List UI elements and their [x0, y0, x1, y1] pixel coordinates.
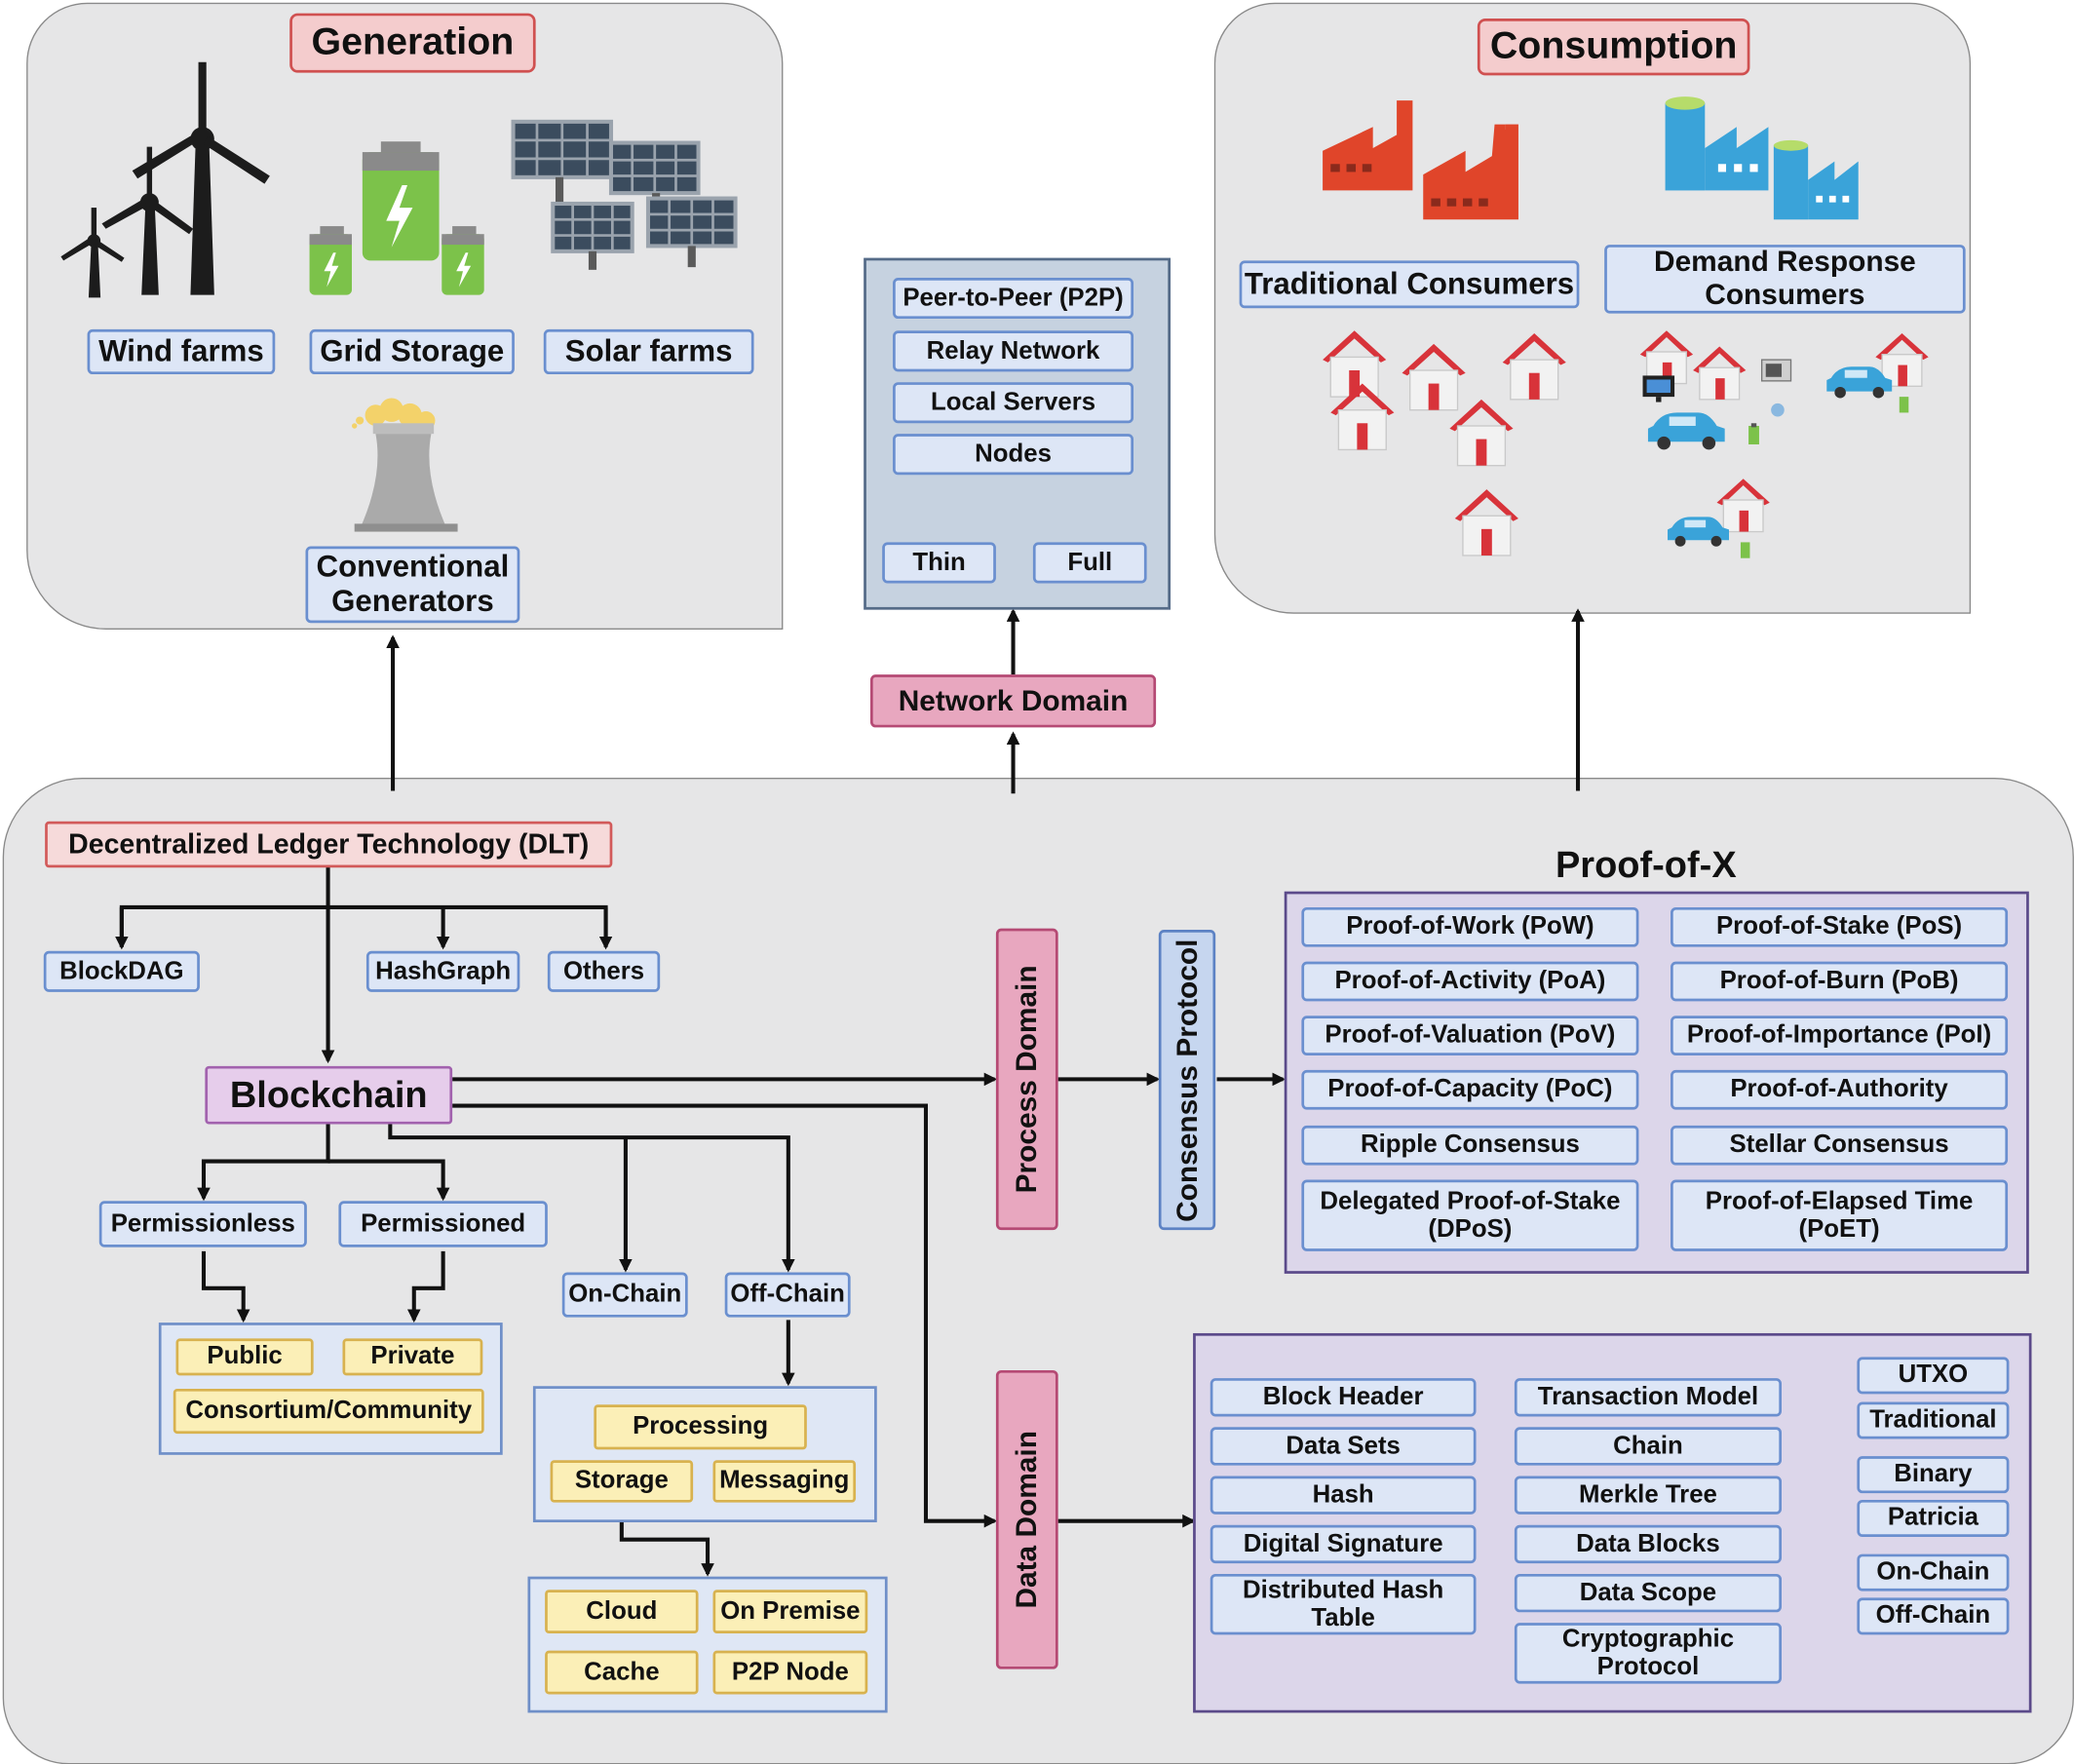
- factory-red-icon: [1323, 100, 1518, 220]
- blockchain-label: Blockchain: [205, 1065, 453, 1125]
- data-item: Data Blocks: [1514, 1524, 1783, 1564]
- patricia-label: Patricia: [1857, 1499, 2010, 1537]
- data-item: Block Header: [1210, 1378, 1477, 1417]
- proof-item: Proof-of-Authority: [1671, 1069, 2009, 1110]
- consensus-protocol-label: Consensus Protocol: [1158, 930, 1216, 1231]
- proof-item: Proof-of-Valuation (PoV): [1301, 1016, 1639, 1055]
- cloud-label: Cloud: [545, 1590, 699, 1634]
- cooling-tower-icon: [351, 398, 458, 532]
- smart-home-ev-icon: [1639, 330, 1930, 558]
- conventional-generators-label: Conventional Generators: [305, 546, 520, 624]
- proof-item: Proof-of-Elapsed Time (PoET): [1671, 1179, 2009, 1251]
- houses-icon: [1323, 330, 1567, 556]
- data-item: Data Sets: [1210, 1427, 1477, 1466]
- data-item: Cryptographic Protocol: [1514, 1623, 1783, 1684]
- data-item: Digital Signature: [1210, 1524, 1477, 1564]
- traditional-model-label: Traditional: [1857, 1401, 2010, 1439]
- network-item-local-servers: Local Servers: [893, 382, 1134, 424]
- process-domain-label: Process Domain: [995, 928, 1058, 1231]
- proof-of-x-title: Proof-of-X: [1555, 843, 1737, 885]
- others-label: Others: [547, 950, 661, 992]
- public-label: Public: [175, 1338, 314, 1376]
- data-item: Transaction Model: [1514, 1378, 1783, 1417]
- wind-turbine-icon: [60, 61, 270, 298]
- storage-label: Storage: [550, 1460, 694, 1503]
- blockdag-label: BlockDAG: [43, 950, 200, 992]
- proof-item: Proof-of-Importance (PoI): [1671, 1016, 2009, 1055]
- proof-item: Proof-of-Capacity (PoC): [1301, 1069, 1639, 1110]
- factory-blue-icon: [1665, 96, 1859, 220]
- messaging-label: Messaging: [712, 1460, 857, 1503]
- processing-label: Processing: [594, 1404, 807, 1450]
- p2p-node-label: P2P Node: [712, 1650, 868, 1695]
- permissioned-label: Permissioned: [338, 1201, 548, 1247]
- on-premise-label: On Premise: [712, 1590, 868, 1634]
- wind-farms-label: Wind farms: [87, 328, 276, 375]
- proof-item: Stellar Consensus: [1671, 1125, 2009, 1166]
- network-item-relay: Relay Network: [893, 330, 1134, 372]
- data-off-chain-label: Off-Chain: [1857, 1597, 2010, 1635]
- permissionless-label: Permissionless: [98, 1201, 307, 1247]
- consumption-title: Consumption: [1477, 18, 1750, 76]
- private-label: Private: [342, 1338, 483, 1376]
- data-domain-label: Data Domain: [995, 1369, 1058, 1669]
- network-item-nodes: Nodes: [893, 434, 1134, 476]
- data-item: Distributed Hash Table: [1210, 1573, 1477, 1635]
- solar-panel-icon: [511, 119, 738, 270]
- solar-farms-label: Solar farms: [543, 328, 754, 375]
- data-item: Data Scope: [1514, 1573, 1783, 1613]
- proof-item: Delegated Proof-of-Stake (DPoS): [1301, 1179, 1639, 1251]
- proof-item: Proof-of-Burn (PoB): [1671, 961, 2009, 1002]
- proof-item: Proof-of-Stake (PoS): [1671, 906, 2009, 947]
- on-chain-label: On-Chain: [561, 1272, 688, 1318]
- network-item-p2p: Peer-to-Peer (P2P): [893, 277, 1134, 320]
- proof-item: Proof-of-Activity (PoA): [1301, 961, 1639, 1002]
- hashgraph-label: HashGraph: [365, 950, 520, 992]
- data-on-chain-label: On-Chain: [1857, 1553, 2010, 1591]
- demand-response-consumers-label: Demand Response Consumers: [1604, 245, 1966, 314]
- generation-title: Generation: [289, 13, 536, 73]
- battery-icon: [309, 141, 484, 295]
- cache-label: Cache: [545, 1650, 699, 1695]
- proof-item: Ripple Consensus: [1301, 1125, 1639, 1166]
- binary-label: Binary: [1857, 1456, 2010, 1494]
- network-domain-label: Network Domain: [869, 674, 1157, 728]
- data-item: Hash: [1210, 1476, 1477, 1515]
- dlt-title: Decentralized Ledger Technology (DLT): [45, 821, 613, 868]
- utxo-label: UTXO: [1857, 1357, 2010, 1395]
- grid-storage-label: Grid Storage: [309, 328, 515, 375]
- full-node-label: Full: [1032, 542, 1147, 584]
- off-chain-label: Off-Chain: [724, 1272, 851, 1318]
- data-item: Merkle Tree: [1514, 1476, 1783, 1515]
- proof-item: Proof-of-Work (PoW): [1301, 906, 1639, 947]
- data-item: Chain: [1514, 1427, 1783, 1466]
- traditional-consumers-label: Traditional Consumers: [1239, 260, 1580, 309]
- thin-node-label: Thin: [882, 542, 996, 584]
- consortium-label: Consortium/Community: [173, 1388, 484, 1435]
